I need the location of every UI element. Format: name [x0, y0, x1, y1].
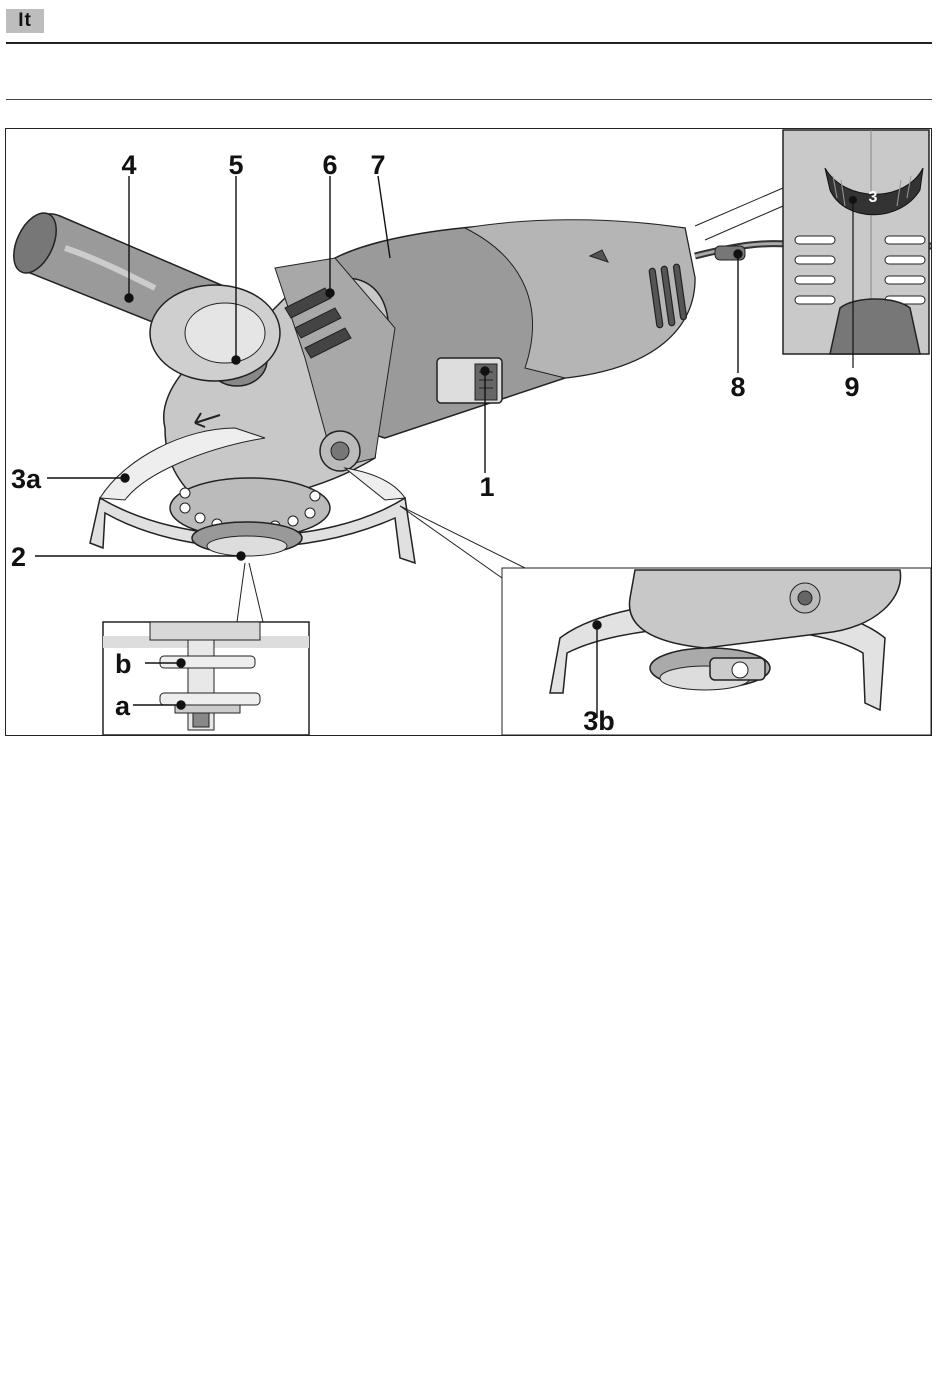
angle-grinder-figure: 4 5 6 7 8 9 1 3a 2 3b b a 3 — [5, 128, 932, 736]
header-rule — [6, 42, 932, 44]
callout-1: 1 — [479, 472, 494, 502]
speed-dial-value: 3 — [869, 189, 878, 206]
callout-b: b — [115, 649, 132, 679]
callout-5: 5 — [228, 150, 243, 180]
callout-2: 2 — [11, 542, 26, 572]
callout-3a: 3a — [11, 464, 42, 494]
callout-7: 7 — [370, 150, 385, 180]
callout-3b: 3b — [583, 706, 615, 736]
section-rule — [6, 99, 932, 100]
language-tag: It — [6, 9, 44, 33]
callout-6: 6 — [322, 150, 337, 180]
callout-9: 9 — [844, 372, 859, 402]
callout-a: a — [115, 691, 131, 721]
callout-8: 8 — [730, 372, 745, 402]
callout-4: 4 — [121, 150, 136, 180]
